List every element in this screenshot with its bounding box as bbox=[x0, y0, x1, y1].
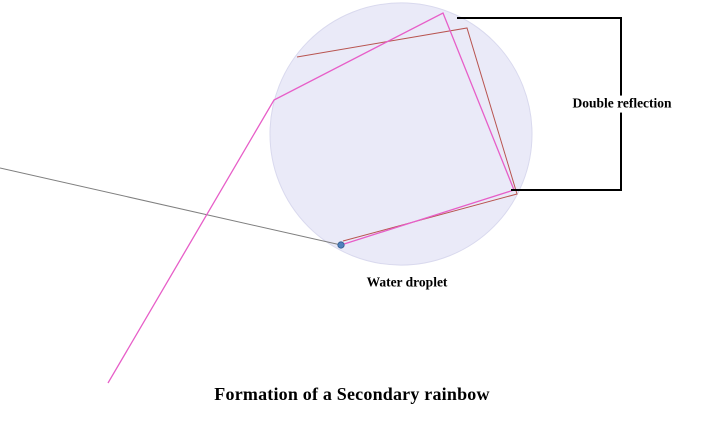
diagram-title: Formation of a Secondary rainbow bbox=[214, 384, 490, 404]
double-reflection-label: Double reflection bbox=[569, 95, 675, 113]
ray-entry-point-dot bbox=[337, 241, 345, 249]
pink-ray-path bbox=[107, 12, 515, 384]
red-ray-path bbox=[296, 27, 518, 242]
water-droplet-label: Water droplet bbox=[363, 274, 451, 292]
incident-sunlight-ray bbox=[0, 167, 342, 246]
